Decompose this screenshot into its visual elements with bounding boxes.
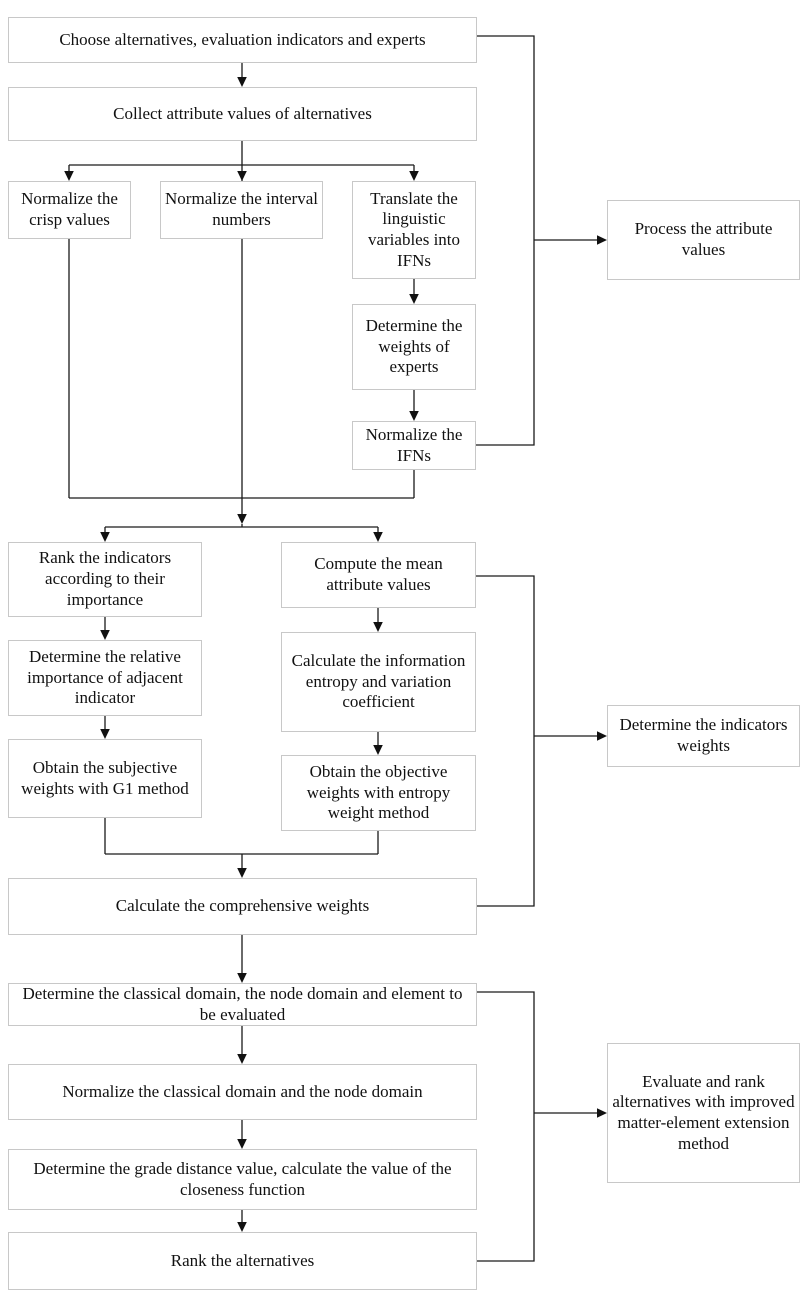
arrow-to-process-attributes [597, 235, 607, 245]
node-classical-domain-label: Determine the classical domain, the node… [22, 983, 463, 1024]
node-relative-importance[interactable]: Determine the relative importance of adj… [8, 640, 202, 716]
node-process-attribute-values-label: Process the attribute values [634, 219, 773, 259]
node-determine-expert-weights-label: Determine the weights of experts [365, 315, 463, 377]
node-rank-indicators-label: Rank the indicators according to their i… [38, 548, 172, 609]
node-determine-expert-weights[interactable]: Determine the weights of experts [352, 304, 476, 390]
arrow-expert-to-normifns [409, 411, 419, 421]
arrow-to-determine-weights [597, 731, 607, 741]
node-subjective-weights-g1-label: Obtain the subjective weights with G1 me… [21, 757, 189, 798]
node-information-entropy[interactable]: Calculate the information entropy and va… [281, 632, 476, 732]
node-relative-importance-label: Determine the relative importance of adj… [27, 646, 183, 708]
node-collect-attribute-values-label: Collect attribute values of alternatives [113, 103, 372, 123]
arrow-to-compute-mean [373, 532, 383, 542]
node-compute-mean-attribute-values-label: Compute the mean attribute values [314, 554, 443, 594]
arrow-mean-to-entropy [373, 622, 383, 632]
node-choose-alternatives-label: Choose alternatives, evaluation indicato… [59, 29, 426, 49]
node-compute-mean-attribute-values[interactable]: Compute the mean attribute values [281, 542, 476, 608]
node-translate-linguistic-variables-label: Translate the linguistic variables into … [367, 188, 461, 270]
node-rank-alternatives[interactable]: Rank the alternatives [8, 1232, 477, 1290]
node-normalize-ifns-label: Normalize the IFNs [365, 424, 463, 465]
node-comprehensive-weights-label: Calculate the comprehensive weights [115, 896, 370, 916]
node-normalize-crisp-values-label: Normalize the crisp values [21, 189, 118, 229]
node-comprehensive-weights[interactable]: Calculate the comprehensive weights [8, 878, 477, 935]
node-determine-indicators-weights[interactable]: Determine the indicators weights [607, 705, 800, 767]
arrow-merge-to-stage2 [237, 514, 247, 524]
node-normalize-domains[interactable]: Normalize the classical domain and the n… [8, 1064, 477, 1120]
arrow-to-translate [409, 171, 419, 181]
node-normalize-domains-label: Normalize the classical domain and the n… [62, 1081, 423, 1101]
arrow-rank-to-relative [100, 630, 110, 640]
arrow-normalize-to-grade [237, 1139, 247, 1149]
arrow-to-norm-interval [237, 171, 247, 181]
node-determine-indicators-weights-label: Determine the indicators weights [619, 715, 788, 755]
node-translate-linguistic-variables[interactable]: Translate the linguistic variables into … [352, 181, 476, 279]
node-normalize-interval-numbers-label: Normalize the interval numbers [165, 189, 318, 229]
node-normalize-ifns[interactable]: Normalize the IFNs [352, 421, 476, 470]
node-information-entropy-label: Calculate the information entropy and va… [291, 650, 466, 712]
arrow-comprehensive-to-classical [237, 973, 247, 983]
arrow-entropy-to-objective [373, 745, 383, 755]
arrow-merge2-to-comprehensive [237, 868, 247, 878]
arrow-classical-to-normalize [237, 1054, 247, 1064]
node-evaluate-and-rank-alternatives-label: Evaluate and rank alternatives with impr… [612, 1071, 795, 1153]
arrow-grade-to-rank [237, 1222, 247, 1232]
node-choose-alternatives[interactable]: Choose alternatives, evaluation indicato… [8, 17, 477, 63]
arrow-translate-to-expert [409, 294, 419, 304]
node-rank-alternatives-label: Rank the alternatives [170, 1250, 315, 1270]
arrow-choose-to-collect [237, 77, 247, 87]
node-rank-indicators[interactable]: Rank the indicators according to their i… [8, 542, 202, 617]
node-objective-weights-entropy-label: Obtain the objective weights with entrop… [306, 761, 451, 823]
node-grade-distance-value[interactable]: Determine the grade distance value, calc… [8, 1149, 477, 1210]
node-objective-weights-entropy[interactable]: Obtain the objective weights with entrop… [281, 755, 476, 831]
edge-bracket-evaluate-rank [476, 991, 535, 1262]
node-evaluate-and-rank-alternatives[interactable]: Evaluate and rank alternatives with impr… [607, 1043, 800, 1183]
node-collect-attribute-values[interactable]: Collect attribute values of alternatives [8, 87, 477, 141]
edge-bracket-process-attributes [476, 35, 535, 446]
node-grade-distance-value-label: Determine the grade distance value, calc… [33, 1158, 452, 1199]
arrow-to-evaluate-rank [597, 1108, 607, 1118]
node-classical-domain[interactable]: Determine the classical domain, the node… [8, 983, 477, 1026]
arrow-relative-to-subjective [100, 729, 110, 739]
node-normalize-crisp-values[interactable]: Normalize the crisp values [8, 181, 131, 239]
node-normalize-interval-numbers[interactable]: Normalize the interval numbers [160, 181, 323, 239]
node-subjective-weights-g1[interactable]: Obtain the subjective weights with G1 me… [8, 739, 202, 818]
arrow-to-norm-crisp [64, 171, 74, 181]
node-process-attribute-values[interactable]: Process the attribute values [607, 200, 800, 280]
arrow-to-rank-indicators [100, 532, 110, 542]
edge-bracket-determine-weights [476, 575, 535, 907]
